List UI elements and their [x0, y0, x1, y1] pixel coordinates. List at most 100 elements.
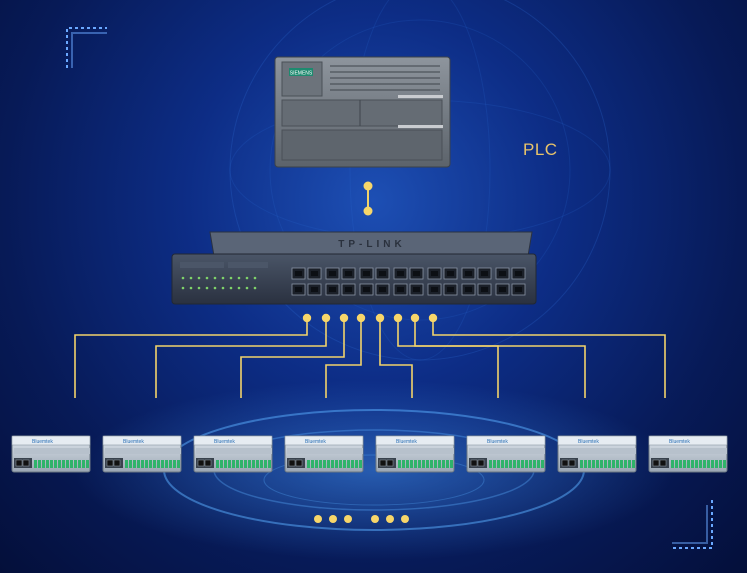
- io-module-terminal: [632, 460, 635, 468]
- io-module-terminal: [521, 460, 524, 468]
- io-module-terminal: [248, 460, 251, 468]
- io-module-terminal: [505, 460, 508, 468]
- io-module-terminal: [256, 460, 259, 468]
- io-module-terminal: [38, 460, 41, 468]
- pagination-dots: [314, 515, 409, 523]
- link-node: [321, 313, 331, 323]
- io-module-brand: Bluemtek: [578, 439, 599, 445]
- link-node: [375, 313, 385, 323]
- io-module-brand: Bluemtek: [305, 439, 326, 445]
- io-module-terminal: [315, 460, 318, 468]
- io-module-terminal: [133, 460, 136, 468]
- io-module-brand: Bluemtek: [669, 439, 690, 445]
- link-line: [414, 318, 586, 398]
- io-module-terminal: [149, 460, 152, 468]
- switch-brand-text: TP-LINK: [338, 239, 405, 250]
- io-module-brand: Bluemtek: [123, 439, 144, 445]
- io-module-terminal: [137, 460, 140, 468]
- io-module-terminal: [220, 460, 223, 468]
- io-module-terminal: [54, 460, 57, 468]
- footer-dot: [371, 515, 379, 523]
- link-node: [363, 206, 373, 216]
- io-module-terminal: [74, 460, 77, 468]
- io-module-terminal: [145, 460, 148, 468]
- io-module-terminal: [679, 460, 682, 468]
- io-module-terminal: [323, 460, 326, 468]
- io-module-terminal: [311, 460, 314, 468]
- io-module-terminal: [537, 460, 540, 468]
- io-module-terminal: [307, 460, 310, 468]
- io-module-terminal: [596, 460, 599, 468]
- io-module: Bluemtek: [11, 435, 91, 473]
- io-module-terminal: [489, 460, 492, 468]
- io-module: Bluemtek: [284, 435, 364, 473]
- switch-led: [229, 276, 233, 280]
- io-module-terminal: [50, 460, 53, 468]
- io-module-terminal: [268, 460, 271, 468]
- io-module-terminal: [161, 460, 164, 468]
- io-module-terminal: [430, 460, 433, 468]
- io-module-terminal: [82, 460, 85, 468]
- io-module-terminal: [240, 460, 243, 468]
- link-line: [74, 318, 308, 398]
- link-node: [363, 181, 373, 191]
- io-module-terminal: [141, 460, 144, 468]
- io-module-terminal: [620, 460, 623, 468]
- io-module-terminal: [501, 460, 504, 468]
- io-module-terminal: [517, 460, 520, 468]
- io-module-terminal: [584, 460, 587, 468]
- io-module-terminal: [533, 460, 536, 468]
- io-module-terminal: [359, 460, 362, 468]
- io-module-terminal: [347, 460, 350, 468]
- switch-led: [213, 276, 217, 280]
- io-module-terminal: [691, 460, 694, 468]
- io-module: Bluemtek: [102, 435, 182, 473]
- io-module-terminal: [493, 460, 496, 468]
- switch-led: [197, 276, 201, 280]
- switch-led: [221, 276, 225, 280]
- io-modules-row: Bluemtek Bluemtek Bluemtek Bluemtek Bluemtek…: [11, 435, 728, 473]
- link-node: [339, 313, 349, 323]
- switch-led: [253, 286, 257, 290]
- io-module-terminal: [406, 460, 409, 468]
- io-module-terminal: [169, 460, 172, 468]
- io-module: Bluemtek: [466, 435, 546, 473]
- switch-led: [229, 286, 233, 290]
- plc-brand-plate: [289, 68, 313, 76]
- io-module-terminal: [339, 460, 342, 468]
- switch-module-links: [74, 313, 666, 398]
- io-module-terminal: [624, 460, 627, 468]
- plc-device: SIEMENS: [274, 56, 451, 168]
- io-module-terminal: [513, 460, 516, 468]
- io-module-terminal: [224, 460, 227, 468]
- switch-led: [245, 286, 249, 290]
- switch-led: [245, 276, 249, 280]
- io-module-terminal: [264, 460, 267, 468]
- link-node: [302, 313, 312, 323]
- io-module-terminal: [683, 460, 686, 468]
- background-decoration: [74, 0, 674, 560]
- link-line: [325, 318, 362, 398]
- io-module-terminal: [529, 460, 532, 468]
- io-module-terminal: [616, 460, 619, 468]
- footer-dot: [386, 515, 394, 523]
- io-module-terminal: [244, 460, 247, 468]
- io-module-terminal: [58, 460, 61, 468]
- io-module: Bluemtek: [557, 435, 637, 473]
- link-node: [428, 313, 438, 323]
- link-line: [155, 318, 327, 398]
- switch-led: [205, 276, 209, 280]
- io-module-terminal: [236, 460, 239, 468]
- io-module-terminal: [42, 460, 45, 468]
- io-module-terminal: [125, 460, 128, 468]
- io-module-terminal: [335, 460, 338, 468]
- io-module-terminal: [331, 460, 334, 468]
- io-module-terminal: [34, 460, 37, 468]
- switch-led: [253, 276, 257, 280]
- switch-led: [189, 286, 193, 290]
- io-module-terminal: [450, 460, 453, 468]
- io-module-terminal: [628, 460, 631, 468]
- io-module-terminal: [177, 460, 180, 468]
- footer-dot: [314, 515, 322, 523]
